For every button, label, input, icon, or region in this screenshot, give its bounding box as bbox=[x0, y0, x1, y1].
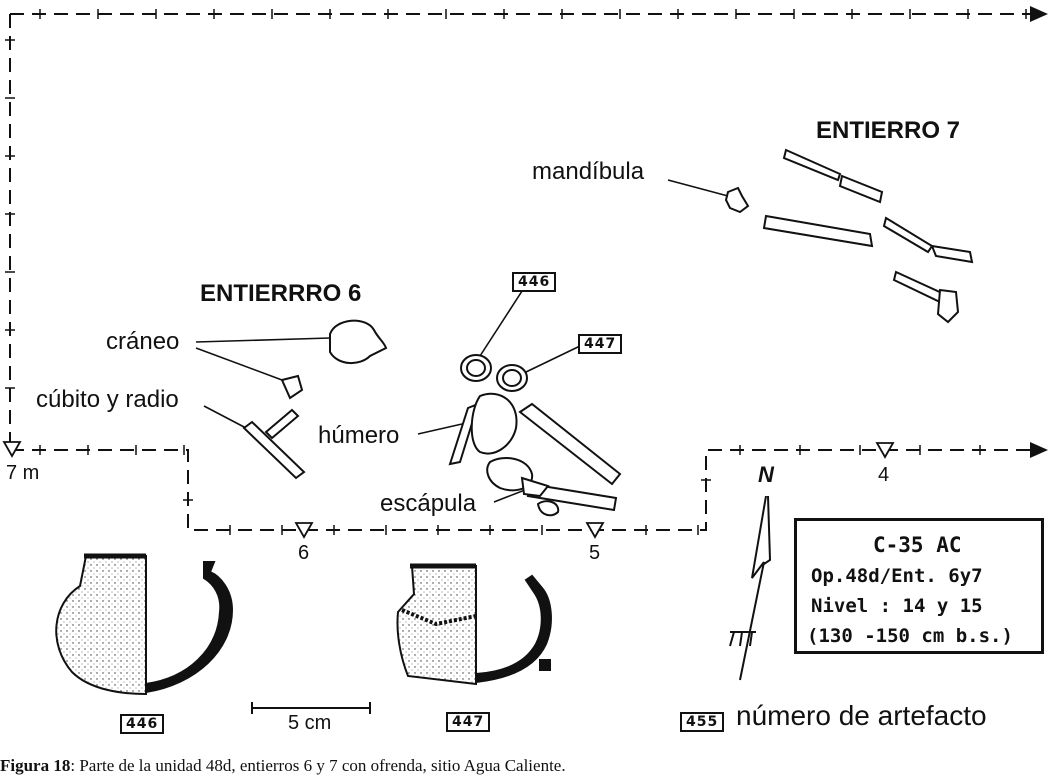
info-box: C-35 AC Op.48d/Ent. 6y7 Nivel : 14 y 15 … bbox=[794, 518, 1044, 654]
pot-446-drawing bbox=[55, 553, 234, 696]
craneo-fragment bbox=[280, 374, 304, 400]
mandibula-bone bbox=[724, 186, 750, 214]
entierro6-bones bbox=[242, 319, 622, 517]
artifact-tag-446: 446 bbox=[512, 272, 557, 292]
cubito-label: cúbito y radio bbox=[36, 386, 179, 413]
vessel-447-inner bbox=[502, 369, 522, 387]
femur-bone bbox=[518, 402, 622, 486]
datum-6-triangle bbox=[294, 522, 314, 539]
caption-text: : Parte de la unidad 48d, entierros 6 y … bbox=[70, 756, 566, 775]
humero-label: húmero bbox=[318, 422, 400, 449]
marker-6-label: 6 bbox=[298, 542, 310, 564]
entierro6-title: ENTIERRRO 6 bbox=[200, 280, 362, 307]
pot-446-exterior bbox=[55, 555, 147, 696]
north-label: N bbox=[758, 462, 774, 487]
cubito-bone bbox=[242, 420, 306, 480]
datum-markers bbox=[2, 441, 895, 539]
bone-e7-long bbox=[762, 214, 874, 248]
bone-e7-femur-a bbox=[782, 148, 842, 182]
pot-447-lug bbox=[539, 659, 551, 671]
bone-e7-radius bbox=[882, 216, 934, 254]
leader-mandibula bbox=[667, 179, 729, 197]
pot-447-section bbox=[475, 574, 552, 684]
vessel-446-inner bbox=[466, 359, 486, 377]
grid-top-arrow bbox=[1030, 6, 1048, 22]
leader-lines bbox=[195, 179, 729, 503]
bone-e7-femur-b bbox=[838, 174, 884, 204]
leader-447 bbox=[525, 345, 581, 373]
datum-5-triangle bbox=[585, 522, 605, 539]
vessels-in-situ bbox=[460, 354, 528, 392]
info-line-nivel: Nivel : 14 y 15 bbox=[811, 595, 983, 617]
datum-7m-triangle bbox=[2, 441, 22, 458]
scale-bar bbox=[251, 702, 371, 714]
craneo-bone bbox=[329, 319, 388, 364]
legend-tag: 455 bbox=[680, 712, 725, 732]
north-arrow bbox=[729, 495, 772, 681]
escapula-bone bbox=[520, 476, 550, 498]
grid-boundary bbox=[9, 6, 1048, 531]
grid-lower-left-line bbox=[10, 449, 1030, 531]
mandibula-label: mandíbula bbox=[532, 158, 645, 185]
entierro7-bones bbox=[724, 148, 974, 324]
radio-bone bbox=[264, 408, 300, 440]
leader-craneo-2 bbox=[195, 347, 283, 381]
entierro7-title: ENTIERRO 7 bbox=[816, 117, 961, 144]
pot-tag-446: 446 bbox=[120, 714, 165, 734]
marker-7m-label: 7 m bbox=[6, 462, 40, 484]
leader-craneo-1 bbox=[195, 337, 331, 343]
craneo-label: cráneo bbox=[106, 328, 180, 355]
leader-cubito bbox=[203, 405, 247, 429]
pot-447-band bbox=[401, 608, 477, 627]
datum-4-triangle bbox=[875, 442, 895, 459]
bone-e7-foot bbox=[930, 244, 974, 264]
figure-caption: Figura 18: Parte de la unidad 48d, entie… bbox=[0, 756, 566, 776]
pot-446-section bbox=[145, 561, 234, 694]
torso-bone bbox=[470, 392, 518, 455]
grid-ticks bbox=[5, 9, 1027, 535]
marker-4-label: 4 bbox=[878, 464, 890, 486]
pot-447-drawing bbox=[396, 563, 552, 686]
scale-label: 5 cm bbox=[288, 712, 332, 734]
leader-446 bbox=[479, 287, 525, 357]
info-line-site: C-35 AC bbox=[873, 533, 962, 557]
grid-right-arrow bbox=[1030, 442, 1048, 458]
info-line-depth: (130 -150 cm b.s.) bbox=[807, 625, 1013, 647]
pot-tag-447: 447 bbox=[446, 712, 491, 732]
bone-e7-ankle bbox=[936, 288, 960, 324]
legend-text: número de artefacto bbox=[736, 700, 987, 731]
hand-bone bbox=[536, 500, 560, 517]
info-line-op: Op.48d/Ent. 6y7 bbox=[811, 565, 983, 587]
leader-humero bbox=[417, 423, 463, 435]
bone-e7-tibia bbox=[892, 270, 946, 304]
escapula-label: escápula bbox=[380, 490, 477, 517]
marker-5-label: 5 bbox=[589, 542, 601, 564]
artifact-tag-447: 447 bbox=[578, 334, 623, 354]
caption-prefix: Figura 18 bbox=[0, 756, 71, 775]
